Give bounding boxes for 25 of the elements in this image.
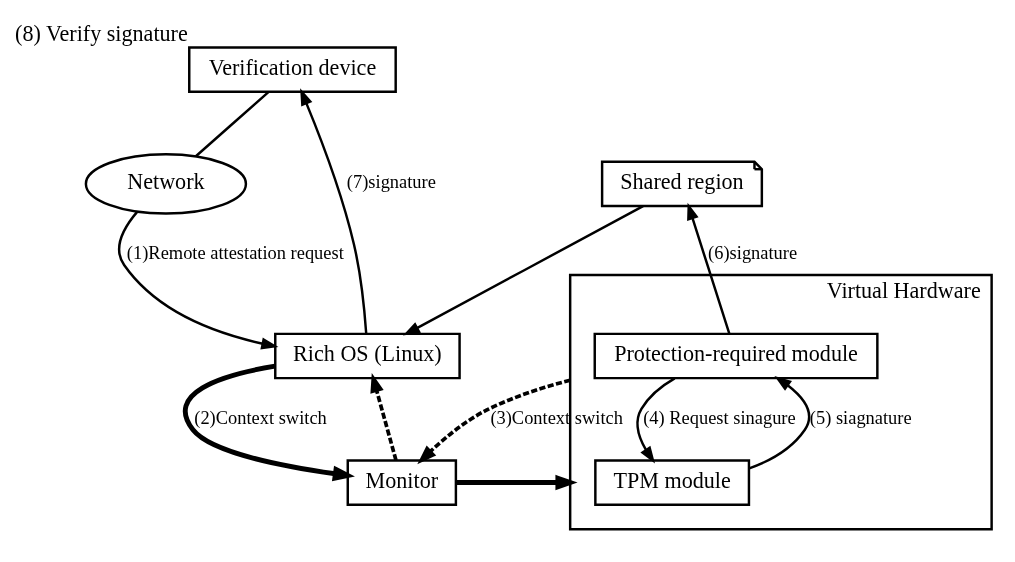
arrow (687, 202, 731, 334)
node-box: TPM module (594, 459, 751, 506)
arrow (417, 378, 571, 465)
edge-label: (4) Request sinagure (643, 407, 796, 428)
edge-label: (3)Context switch (490, 407, 623, 428)
node-label: (8) Verify signature (15, 20, 188, 46)
connector (195, 90, 270, 158)
edge-label: (2)Context switch (194, 407, 327, 428)
edge-label: (5) siagnature (809, 407, 912, 428)
node-box: Monitor (346, 459, 458, 506)
edge-label: (7)signature (346, 172, 436, 193)
node-ellipse: Network (84, 153, 248, 215)
arrow (748, 376, 811, 470)
arrow (300, 88, 368, 334)
arrow (636, 377, 676, 464)
arrow (456, 474, 578, 491)
arrow (402, 205, 644, 336)
arrow (182, 363, 355, 482)
edge-label: (1)Remote attestation request (126, 242, 344, 263)
arrow (370, 372, 398, 461)
arrow (118, 210, 279, 350)
node-box: Protection-required module (593, 332, 879, 380)
node-box: Rich OS (Linux) (274, 332, 461, 380)
node-box: Verification device (188, 46, 397, 93)
edge-label: (6)signature (708, 242, 798, 263)
